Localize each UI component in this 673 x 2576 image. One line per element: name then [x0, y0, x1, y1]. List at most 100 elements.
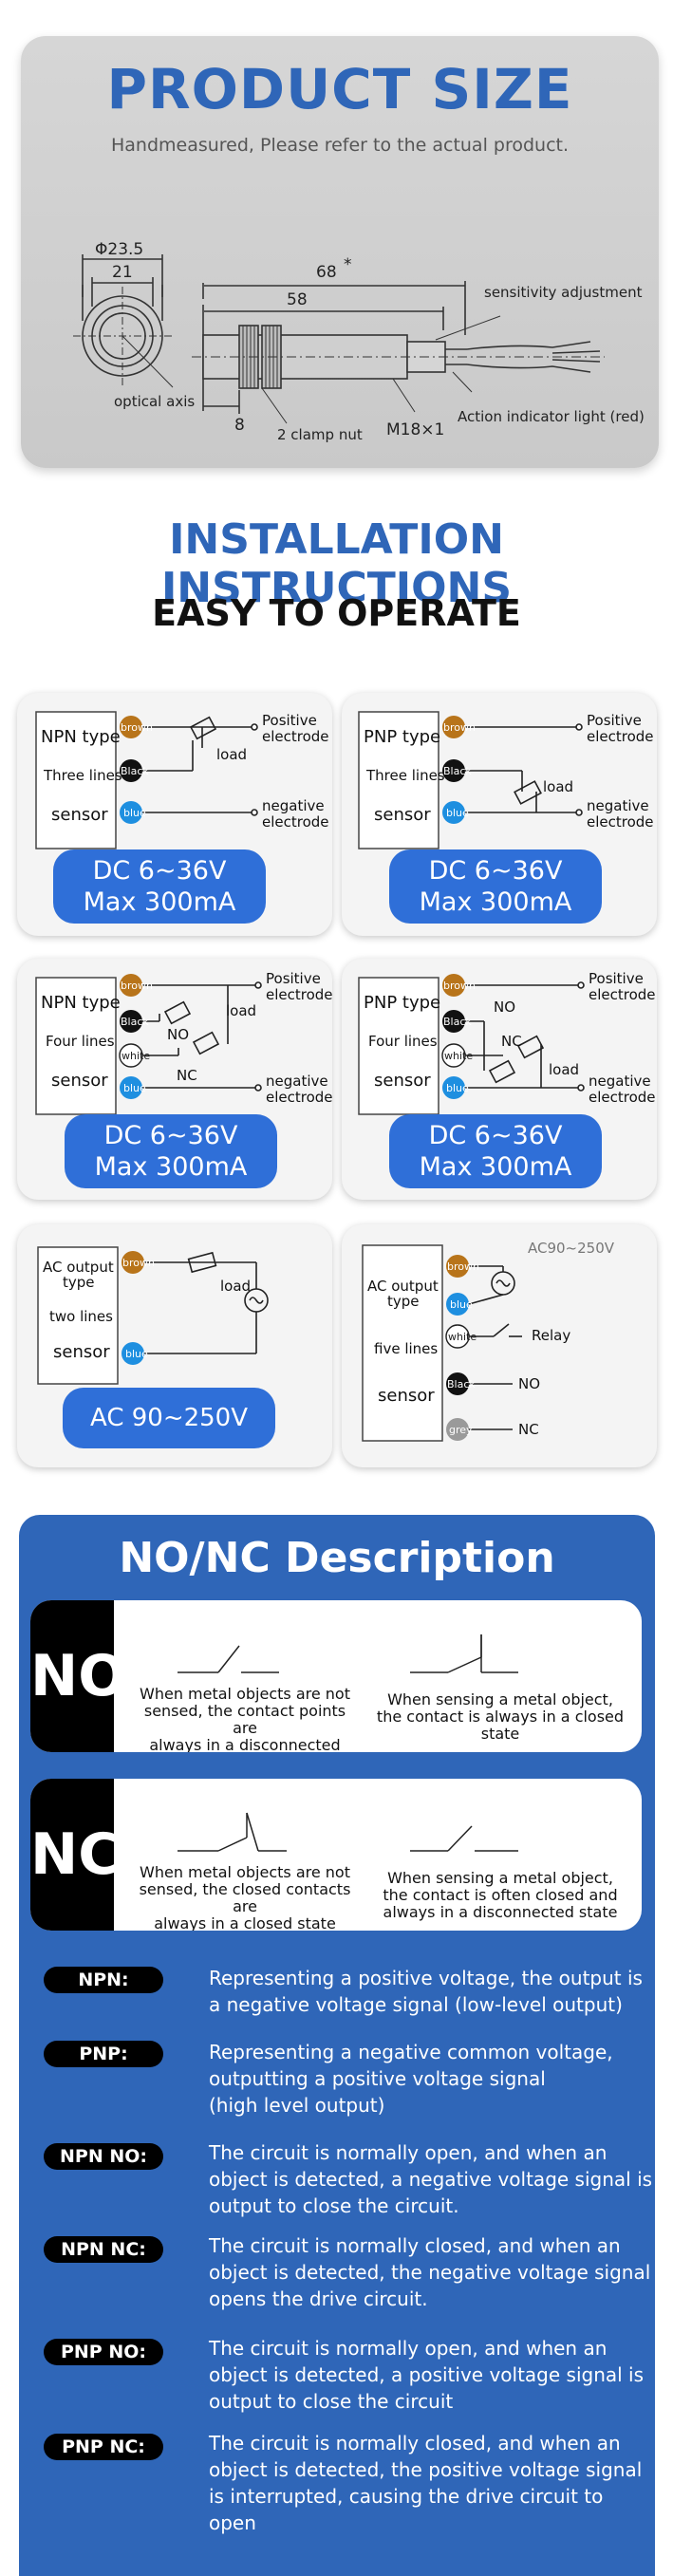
term-line: Representing a positive voltage, the out…	[209, 1967, 643, 1989]
positive-label: Positive	[589, 970, 644, 987]
wire-blue-dot	[446, 1293, 469, 1316]
caption-line: always in a disconnected state	[149, 1736, 341, 1753]
sensor-label: sensor	[51, 805, 108, 825]
caption-line: sensed, the closed contacts are	[139, 1880, 351, 1915]
term-line: The circuit is normally open, and when a…	[209, 2337, 608, 2360]
spec-pill: AC 90~250V	[63, 1388, 275, 1448]
caption-line: state	[480, 1725, 520, 1743]
positive-label: Positive	[266, 970, 321, 987]
wire-black-dot	[442, 759, 465, 782]
wire-blue-label: blue	[123, 807, 146, 819]
positive-label: Positive	[262, 712, 317, 729]
installation-subtitle: EASY TO OPERATE	[152, 592, 521, 634]
spec-line-2: Max 300mA	[94, 1152, 248, 1182]
negative-electrode-label: electrode	[587, 813, 654, 831]
wire-white-dot	[119, 1043, 143, 1068]
product-size-card: PRODUCT SIZE Handmeasured, Please refer …	[21, 36, 659, 468]
sensor-type-label: PNP type	[364, 993, 440, 1013]
wire-black-label: Black	[443, 765, 472, 777]
wire-black-label: Black	[443, 1016, 472, 1028]
wire-brown-label: brown	[443, 980, 476, 992]
wiring-card-ac-two: AC output type two lines sensor brown bl…	[17, 1224, 332, 1467]
sensor-type-label-1: AC output	[367, 1278, 439, 1295]
spec-pill: DC 6~36V Max 300mA	[389, 849, 602, 924]
label-sensitivity-adjustment: sensitivity adjustment	[484, 284, 643, 301]
side-view	[192, 281, 605, 424]
sensor-type-label: NPN type	[41, 727, 121, 747]
no-card: NO When metal objects are not sensed, th…	[30, 1600, 642, 1752]
term-badge: NPN NO:	[44, 2143, 163, 2170]
relay-label: Relay	[532, 1327, 570, 1344]
nc-caption-left: When metal objects are not sensed, the c…	[131, 1864, 359, 1932]
spec-line-1: AC 90~250V	[89, 1404, 249, 1432]
caption-line: the contact is often closed and	[383, 1886, 618, 1904]
term-line: opens the drive circuit.	[209, 2287, 428, 2310]
dim-total-length-mark: *	[344, 255, 352, 274]
sensor-lines-label: two lines	[49, 1308, 113, 1325]
nc-label: NC	[177, 1067, 197, 1084]
dim-nut-width: 8	[234, 416, 245, 435]
no-label: NO	[167, 1026, 189, 1043]
label-optical-axis: optical axis	[114, 393, 195, 410]
wire-white-dot	[445, 1324, 470, 1349]
spec-pill: DC 6~36V Max 300mA	[53, 849, 266, 924]
positive-electrode-label: electrode	[266, 986, 332, 1003]
wire-brown-label: brown	[121, 980, 153, 992]
wiring-card-pnp-three: PNP type Three lines sensor brown Black …	[342, 693, 657, 936]
wire-black-label: Black	[121, 1016, 149, 1028]
dim-inner-diameter: 21	[112, 263, 133, 282]
wiring-diagram: AC output type five lines sensor AC90~25…	[362, 1240, 615, 1442]
nc-label: NC	[518, 1421, 539, 1438]
wire-blue-dot	[120, 801, 142, 824]
wire-blue-label: blue	[446, 807, 469, 819]
sensor-lines-label: Three lines	[365, 767, 445, 784]
negative-electrode-label: electrode	[589, 1089, 656, 1106]
wire-brown-dot	[442, 974, 465, 997]
term-line: Representing a negative common voltage,	[209, 2041, 613, 2063]
sensor-type-label-2: type	[387, 1293, 420, 1310]
wire-blue-dot	[442, 1076, 465, 1099]
negative-label: negative	[589, 1073, 651, 1090]
nc-card: NC When metal objects are not sensed, th…	[30, 1779, 642, 1931]
term-badge: PNP NO:	[44, 2339, 163, 2365]
term-badge: PNP:	[44, 2041, 163, 2067]
negative-label: negative	[266, 1073, 328, 1090]
sensor-type-label: PNP type	[364, 727, 440, 747]
front-view	[73, 254, 174, 388]
sensor-lines-label: five lines	[374, 1340, 438, 1357]
load-label: load	[543, 778, 573, 795]
term-line: object is detected, a positive voltage s…	[209, 2363, 645, 2386]
term-description: The circuit is normally open, and when a…	[209, 2335, 655, 2415]
caption-line: always in a disconnected state	[383, 1903, 618, 1921]
wiring-diagram: PNP type Four lines sensor brown Black w…	[358, 970, 656, 1115]
wire-black-label: Black	[121, 765, 149, 777]
term-line: object is detected, the positive voltage…	[209, 2458, 643, 2481]
negative-electrode-label: electrode	[262, 813, 329, 831]
installation-title: INSTALLATION INSTRUCTIONS	[160, 515, 513, 612]
term-line: output to close the circuit	[209, 2390, 454, 2413]
spec-line-1: DC 6~36V	[428, 856, 563, 886]
load-label: load	[549, 1061, 579, 1078]
wire-brown-dot	[120, 716, 142, 738]
wire-blue-label: blue	[450, 1298, 473, 1311]
caption-line: the contact is always in a closed	[376, 1708, 625, 1726]
wire-brown-label: brown	[447, 1260, 479, 1273]
product-size-title: PRODUCT SIZE	[106, 57, 573, 121]
positive-label: Positive	[587, 712, 642, 729]
term-line: object is detected, the negative voltage…	[209, 2261, 651, 2284]
wire-black-dot	[120, 759, 142, 782]
wire-brown-dot	[120, 974, 142, 997]
positive-electrode-label: electrode	[262, 728, 329, 745]
nc-switch-diagrams	[178, 1812, 518, 1852]
wire-white-label: white	[444, 1050, 473, 1062]
spec-line-1: DC 6~36V	[103, 1121, 238, 1150]
wire-brown-label: brown	[121, 721, 153, 734]
term-line: The circuit is normally open, and when a…	[209, 2141, 608, 2164]
term-line: open	[209, 2511, 256, 2534]
spec-pill: DC 6~36V Max 300mA	[389, 1114, 602, 1188]
term-line: output to close the circuit.	[209, 2194, 459, 2217]
wire-brown-dot	[442, 716, 465, 738]
wiring-diagram: NPN type Three lines sensor brown Black …	[35, 711, 329, 849]
wire-brown-label: brown	[443, 721, 476, 734]
wire-blue-dot	[122, 1342, 144, 1365]
